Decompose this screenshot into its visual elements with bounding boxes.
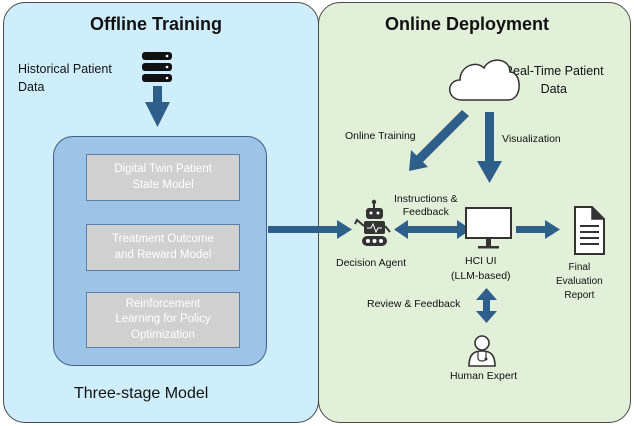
review-feedback-label: Review & Feedback: [367, 298, 461, 310]
robot-icon: [354, 199, 391, 246]
arrow-model-to-agent: [268, 220, 352, 239]
stage-reinforcement-learning: Reinforcement Learning for Policy Optimi…: [86, 292, 240, 348]
realtime-data-label: Real-Time Patient Data: [504, 64, 604, 97]
stage-reinforcement-learning-label: Reinforcement Learning for Policy Optimi…: [115, 297, 211, 341]
final-report-label: Final Evaluation Report: [556, 262, 603, 301]
human-expert-label: Human Expert: [450, 370, 518, 382]
historical-data-label: Historical Patient Data: [18, 62, 112, 95]
database-icon: [142, 52, 172, 82]
monitor-icon: [465, 207, 512, 249]
online-training-label: Online Training: [345, 130, 416, 142]
stage-digital-twin-label: Digital Twin Patient State Model: [114, 162, 212, 191]
report-document-icon: [574, 206, 605, 255]
instructions-feedback-label: Instructions & Feedback: [394, 193, 458, 219]
decision-agent-label: Decision Agent: [336, 257, 407, 269]
arrow-ui-to-report: [516, 220, 560, 239]
visualization-label: Visualization: [502, 133, 561, 145]
human-expert-icon: [468, 335, 496, 367]
three-stage-model-label: Three-stage Model: [74, 385, 209, 402]
arrow-visualization: [477, 112, 502, 183]
arrow-online-training: [409, 110, 469, 171]
stage-digital-twin: Digital Twin Patient State Model: [86, 154, 240, 201]
offline-title: Offline Training: [90, 14, 223, 34]
stage-treatment-outcome-label: Treatment Outcome and Reward Model: [112, 232, 214, 261]
arrow-ui-expert-bidirectional: [476, 288, 497, 323]
cloud-icon: [449, 59, 520, 101]
arrow-agent-ui-bidirectional: [394, 220, 471, 239]
online-title: Online Deployment: [385, 14, 550, 34]
stage-treatment-outcome: Treatment Outcome and Reward Model: [86, 224, 240, 271]
arrow-database-to-model: [145, 86, 170, 127]
hci-ui-label: HCI UI (LLM-based): [451, 255, 511, 282]
